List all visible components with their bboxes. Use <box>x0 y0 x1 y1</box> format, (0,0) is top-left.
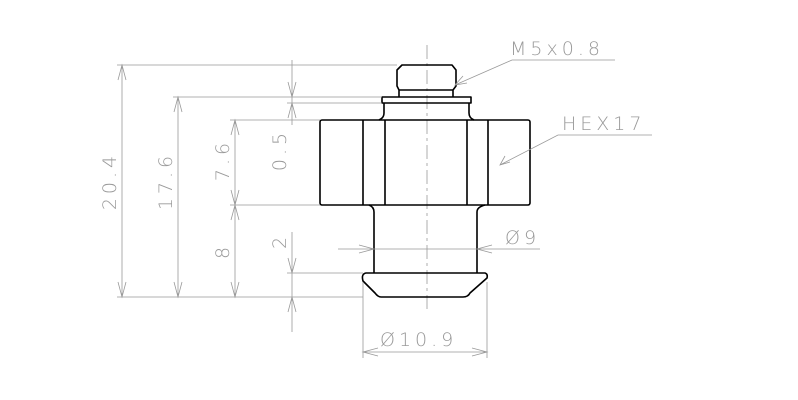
bottom-flange <box>361 272 489 298</box>
hex-flats <box>362 120 489 205</box>
lower-neck <box>368 204 486 273</box>
dimension-lines <box>117 59 652 357</box>
hex-body <box>319 119 531 206</box>
hex-callout: HEX17 <box>562 113 646 135</box>
collar-height-label: 17.6 <box>155 152 177 210</box>
lower-height-label: 8 <box>212 243 234 259</box>
thread-callout: M5x0.8 <box>510 38 604 60</box>
flange-diameter-label: Ø10.9 <box>380 329 457 351</box>
hex-height-label: 7.6 <box>212 139 234 181</box>
collar <box>378 96 475 121</box>
thread-stud <box>396 64 457 97</box>
overall-height-label: 20.4 <box>99 152 121 210</box>
extension-lines <box>117 64 488 358</box>
flange-thickness-label: 2 <box>269 233 291 249</box>
neck-diameter-label: Ø9 <box>505 227 540 249</box>
part-outline <box>319 64 531 298</box>
collar-thickness-label: 0.5 <box>269 129 291 171</box>
